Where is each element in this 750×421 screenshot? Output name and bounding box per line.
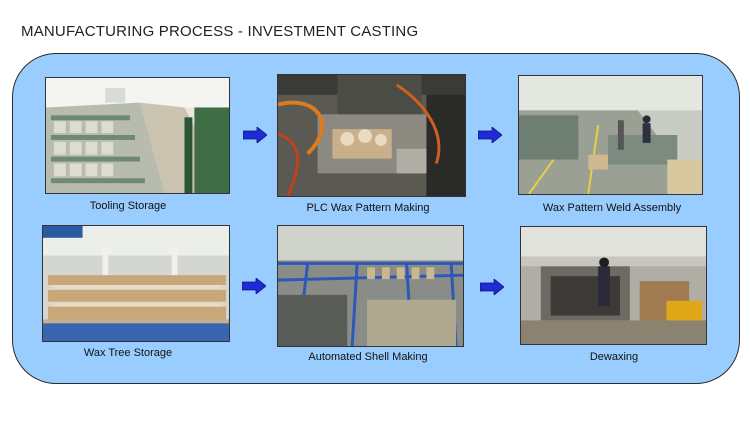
wax-tree-storage-photo (42, 225, 230, 342)
page-title: MANUFACTURING PROCESS - INVESTMENT CASTI… (21, 23, 419, 40)
tooling-storage-photo (45, 77, 230, 194)
wax-pattern-weld-photo (518, 75, 703, 195)
right-arrow-icon (242, 278, 266, 294)
step-caption: Dewaxing (589, 351, 639, 363)
step-caption: Tooling Storage (89, 200, 167, 212)
step-caption: Wax Pattern Weld Assembly (542, 202, 682, 214)
plc-wax-pattern-photo (277, 74, 466, 197)
step-caption: PLC Wax Pattern Making (306, 202, 430, 214)
right-arrow-icon (478, 127, 502, 143)
right-arrow-icon (480, 279, 504, 295)
step-caption: Wax Tree Storage (83, 347, 173, 359)
automated-shell-photo (277, 225, 464, 347)
right-arrow-icon (243, 127, 267, 143)
step-caption: Automated Shell Making (308, 351, 428, 363)
dewaxing-photo (520, 226, 707, 345)
